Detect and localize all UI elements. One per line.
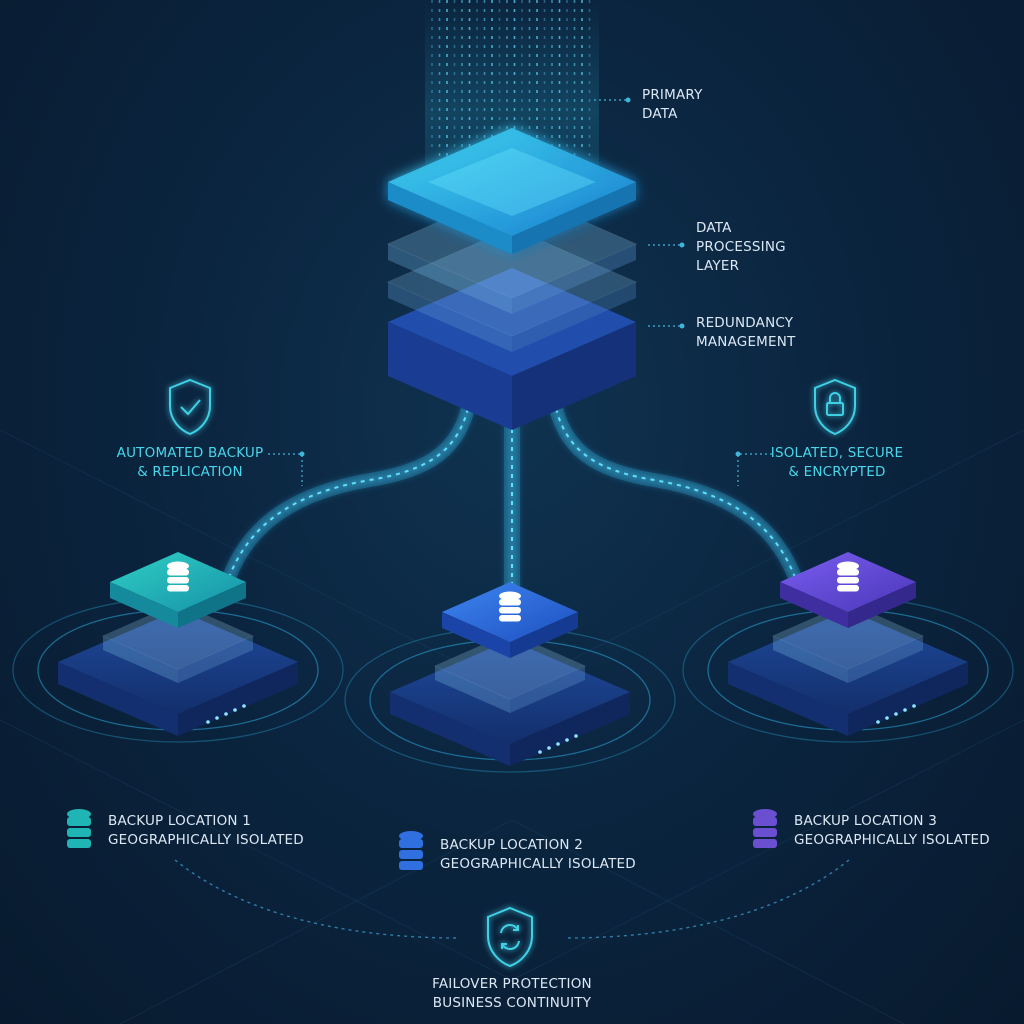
flow-paths <box>221 398 803 595</box>
database-icon <box>753 809 777 848</box>
shield-lock-icon <box>814 378 856 436</box>
backup-locations <box>12 552 1014 773</box>
layer-leader-lines <box>268 97 772 486</box>
flow-path-right-core <box>553 399 797 581</box>
primary-data-layer <box>388 128 636 254</box>
processing-layer-2 <box>386 227 638 352</box>
flow-path-left <box>221 398 477 583</box>
flow-path-left-core <box>227 399 471 581</box>
background-grid <box>0 429 1024 1024</box>
flow-path-right <box>547 398 803 583</box>
central-data-stack <box>386 128 638 430</box>
database-icon <box>67 809 91 848</box>
label-isolated-secure: ISOLATED, SECURE& ENCRYPTED <box>770 445 904 480</box>
database-icon <box>837 561 859 592</box>
label-automated-backup: AUTOMATED BACKUP& REPLICATION <box>116 445 264 480</box>
failover-arc <box>174 859 850 939</box>
backup-server-1 <box>12 552 344 743</box>
database-icon <box>499 591 521 622</box>
redundancy-layer <box>388 268 636 430</box>
database-icon <box>167 561 189 592</box>
shield-check-icon <box>169 378 211 436</box>
backup-server-2 <box>344 582 676 773</box>
database-icon <box>399 831 423 870</box>
shield-refresh-icon <box>487 906 533 968</box>
backup-server-3 <box>682 552 1014 743</box>
